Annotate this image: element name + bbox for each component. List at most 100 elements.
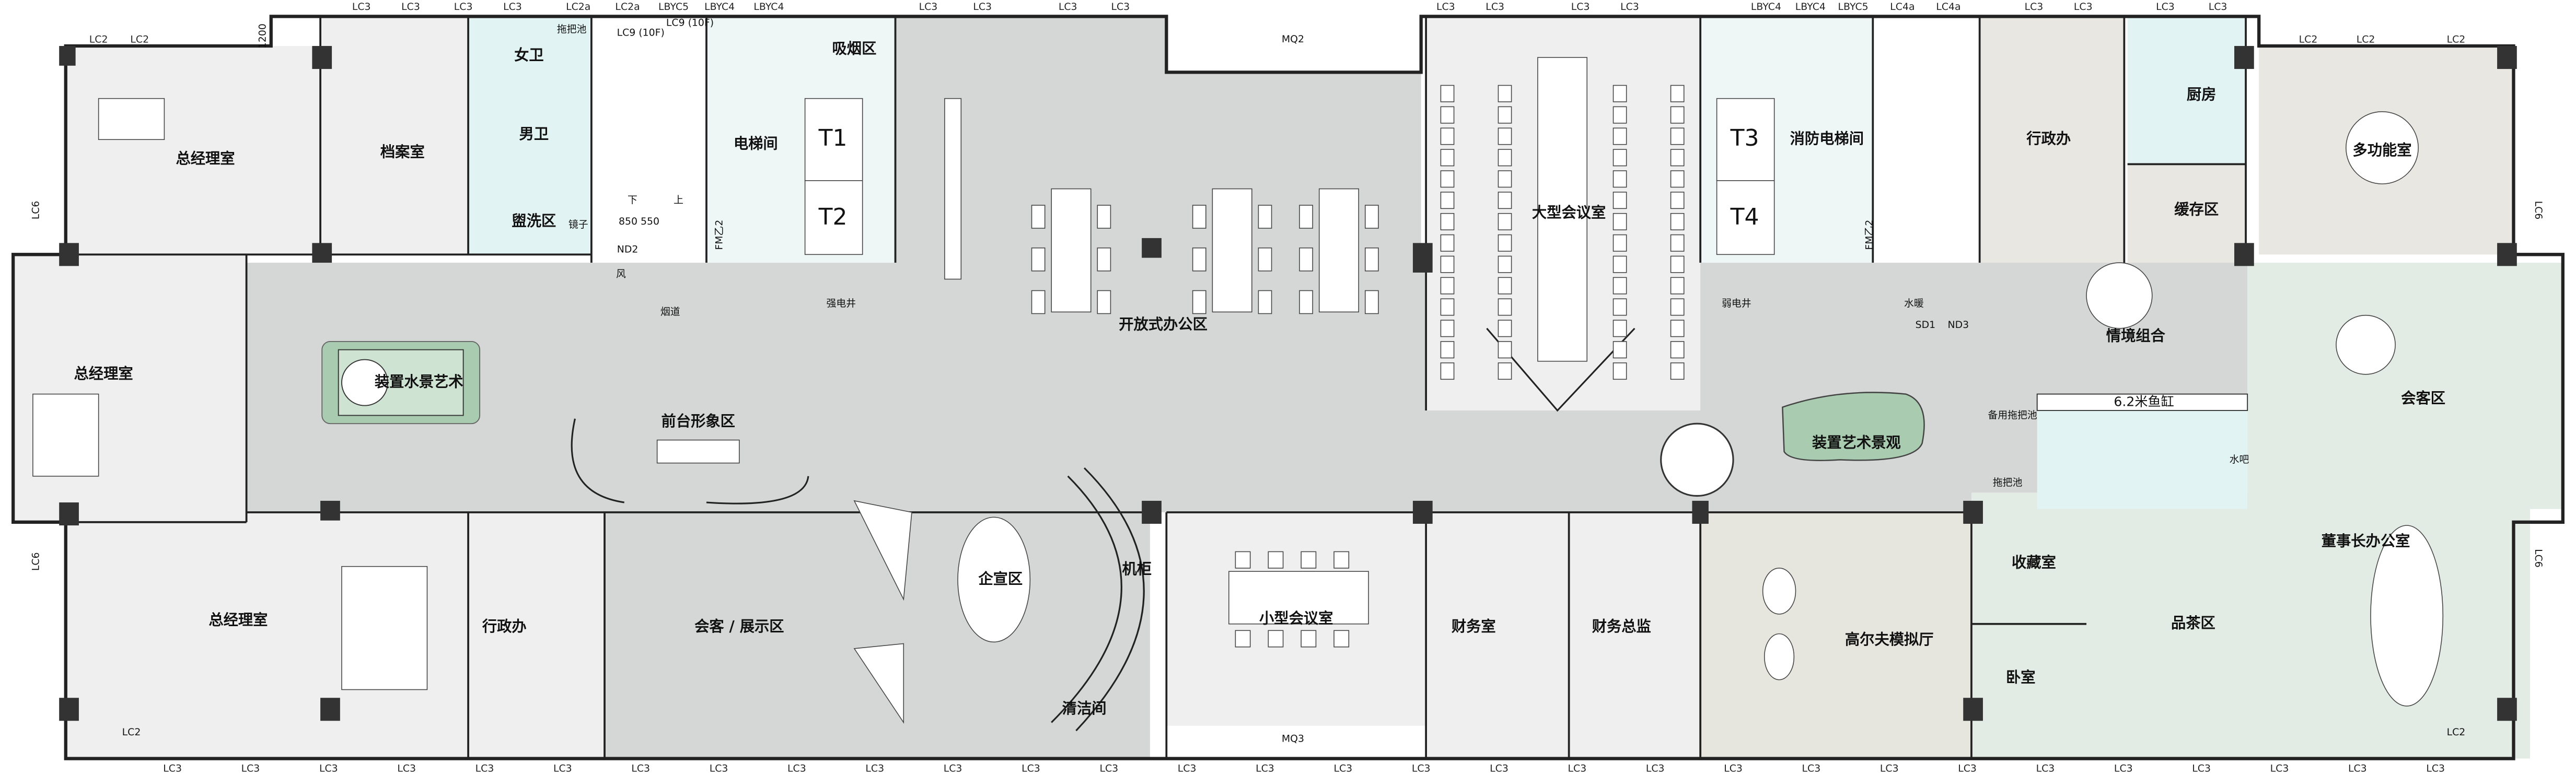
room-label: 小型会议室 [1259,609,1333,627]
window-label: LC3 [2209,1,2227,13]
window-label: LC3 [1802,763,1821,774]
elevator-label: T2 [818,204,848,230]
features [321,111,2444,732]
room-label: 高尔夫模拟厅 [1845,631,1934,648]
chair [1612,320,1627,337]
column [2234,46,2254,69]
chair [1670,192,1685,209]
chair [1301,630,1317,648]
chair [1498,255,1512,273]
dimension-label: 1200 [257,24,269,49]
window-label: LC3 [163,763,182,774]
window-label: LC3 [1436,1,1455,13]
elevators: T1 T2 T3 T4 [804,98,1775,255]
chair [1440,170,1455,188]
tree-icon [341,359,388,406]
window-label: LC4a [1890,1,1914,13]
column [312,243,332,263]
window-label: LC3 [919,1,938,13]
elevator-label: T1 [818,125,848,151]
chair [1612,341,1627,359]
elevator-t1 [804,98,863,181]
archive-fill [320,16,469,255]
window-label: LC3 [944,763,962,774]
window-label: LC3 [1880,763,1899,774]
chair [1440,298,1455,316]
window-label: LC3 [710,763,728,774]
room-label: 电梯间 [734,135,778,152]
chair [1097,290,1111,314]
mop-label: 拖把池 [1993,477,2023,488]
window-label: LC3 [2074,1,2093,13]
chair [1364,247,1379,272]
chair [1498,192,1512,209]
room-label: 前台形象区 [662,413,735,430]
chair [1612,213,1627,230]
door-label: ND2 [617,243,639,255]
window-label: LC3 [2036,763,2055,774]
room-label: 清洁间 [1062,700,1107,717]
wc-fill [468,16,591,255]
small-meeting-table [1228,571,1369,625]
display-panel [853,643,904,724]
window-label: LC3 [401,1,420,13]
window-label: LC9 (10F) [666,17,714,29]
room-label: 装置艺术景观 [1812,434,1901,451]
chair [1670,362,1685,380]
window-label: LC3 [1571,1,1590,13]
window-label: LC6 [30,201,42,220]
chair [1498,213,1512,230]
chair [1031,247,1046,272]
window-label: LC2a [566,1,590,13]
reception-curve [571,418,809,504]
chair [1440,192,1455,209]
elevator-t2 [804,180,863,255]
room-label: 收藏室 [2012,554,2056,571]
room-label: 缓存区 [2174,201,2219,218]
chair [1031,205,1046,229]
chair [1498,85,1512,102]
chair [1498,341,1512,359]
window-label: LC2 [122,726,141,738]
round-door-icon [1660,422,1734,497]
room-label: 男卫 [519,125,549,143]
room-label: 厨房 [2187,86,2217,103]
kitchen-fill [2127,16,2246,165]
room-label: 装置水景艺术 [375,373,463,391]
column [312,46,332,69]
chair [1299,205,1313,229]
chair [1670,298,1685,316]
curtain-wall-label: MQ3 [1282,733,1304,744]
window-label: LC2a [615,1,640,13]
chair [1670,106,1685,124]
desk [98,98,165,140]
chair [1670,255,1685,273]
chair [1440,213,1455,230]
gm-office-left-fill [13,254,247,522]
chair [1670,127,1685,145]
chair [1364,205,1379,229]
chair [1440,149,1455,167]
flue-label: 烟道 [660,306,680,318]
window-label: LC3 [1490,763,1509,774]
room-label: 行政办 [2026,130,2071,147]
window-label: LC3 [2192,763,2211,774]
spare-mop-label: 备用拖把池 [1988,409,2037,421]
showroom-fill [605,512,1150,759]
water-bar-label: 水吧 [2230,454,2249,465]
elevator-label: T3 [1730,125,1759,151]
window-label: LC3 [1412,763,1431,774]
window-label: LC3 [1099,763,1118,774]
chair [1498,277,1512,295]
window-label: LC9 (10F) [617,27,665,38]
chair [1440,341,1455,359]
chair [1440,277,1455,295]
furniture [32,57,1685,690]
annotations: 烟道 强电井 弱电井 水暖 风 下 上 拖把池 镜子 备用拖把池 拖把池 水吧 … [30,17,2545,745]
chair [1235,551,1251,569]
column [2497,46,2517,69]
room-label: 吸烟区 [832,40,877,57]
chair [1192,290,1206,314]
window-label: LBYC4 [753,1,784,13]
